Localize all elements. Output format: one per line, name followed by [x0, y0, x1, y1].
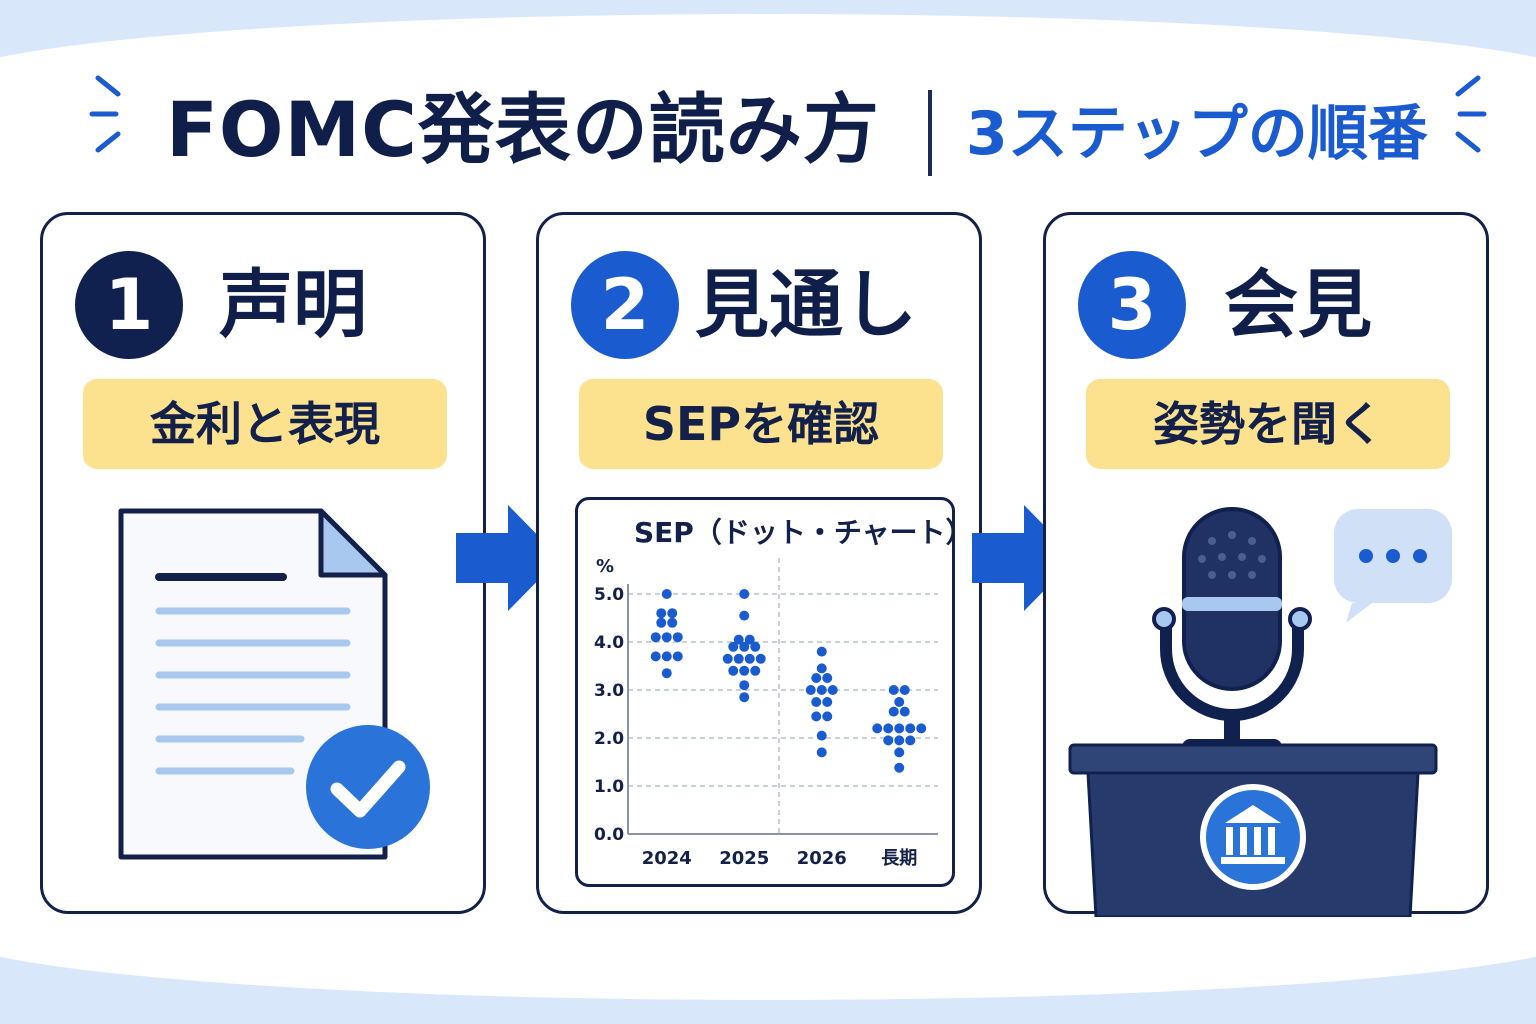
dot-point	[656, 617, 667, 628]
step-card-projections: 2 見通し SEPを確認 SEP（ドット・チャート） % 5.0 4.0 3.0 2.…	[536, 212, 982, 914]
dot-point	[744, 634, 755, 645]
dot-point	[816, 663, 827, 674]
dot-point	[750, 641, 761, 652]
dot-point	[872, 723, 883, 734]
step-number-2: 2	[571, 251, 679, 359]
dot-point	[899, 706, 910, 717]
dot-point	[816, 730, 827, 741]
dot-point	[733, 634, 744, 645]
header: FOMC発表の読み方 3ステップの順番	[0, 75, 1536, 182]
dot-chart: SEP（ドット・チャート） % 5.0 4.0 3.0 2.0 1.0 0.0 2024 2…	[594, 516, 974, 869]
step-label-press-conference: 姿勢を聞く	[1086, 379, 1450, 469]
y-tick-label: 4.0	[594, 633, 624, 653]
dot-point	[739, 680, 750, 691]
dot-point	[739, 665, 750, 676]
dot-point	[894, 762, 905, 773]
dot-point	[816, 685, 827, 695]
dot-point	[905, 723, 916, 734]
dot-point	[722, 653, 733, 664]
dot-point	[739, 641, 750, 652]
step-number-1: 1	[75, 251, 183, 359]
chart-y-label: %	[596, 556, 614, 577]
step-card-statement: 1 声明 金利と表現	[40, 212, 486, 914]
page-subtitle: 3ステップの順番	[966, 99, 1428, 169]
sparkle-right-icon	[1455, 75, 1487, 153]
arrow-right-icon	[456, 505, 560, 611]
dot-point	[822, 673, 833, 683]
dot-point	[883, 735, 894, 746]
step-title-projections: 見通し	[695, 262, 917, 348]
dot-point	[650, 632, 661, 643]
microphone-podium-icon	[1068, 507, 1452, 917]
dot-point	[894, 747, 905, 758]
dot-point	[667, 608, 678, 619]
x-tick-label: 2026	[797, 848, 847, 869]
dot-point	[728, 665, 739, 676]
dot-point	[656, 608, 667, 619]
y-tick-label: 2.0	[594, 729, 624, 749]
x-tick-label: 長期	[881, 848, 917, 869]
sparkle-left-icon	[89, 75, 121, 153]
dot-point	[672, 632, 683, 643]
page-title: FOMC発表の読み方	[166, 85, 880, 174]
dot-point	[899, 685, 910, 695]
step-label-projections: SEPを確認	[579, 379, 943, 469]
dot-point	[883, 723, 894, 734]
dot-point	[805, 685, 816, 695]
dot-point	[811, 673, 822, 683]
dot-point	[894, 697, 905, 707]
dot-point	[744, 653, 755, 664]
dot-point	[905, 735, 916, 746]
dot-point	[739, 589, 750, 599]
dot-chart-icon: SEP（ドット・チャート） % 5.0 4.0 3.0 2.0 1.0 0.0 2024 2…	[575, 497, 974, 887]
dot-point	[667, 617, 678, 628]
dot-point	[916, 723, 927, 734]
y-tick-label: 1.0	[594, 777, 624, 797]
dot-point	[672, 651, 683, 662]
step-number-3: 3	[1078, 251, 1186, 359]
step-title-statement: 声明	[219, 262, 367, 348]
dot-point	[739, 692, 750, 703]
dot-point	[827, 685, 838, 695]
title-divider	[928, 90, 932, 176]
dot-point	[650, 651, 661, 662]
step-label-statement: 金利と表現	[83, 379, 447, 469]
dot-point	[822, 697, 833, 707]
y-tick-label: 3.0	[594, 681, 624, 701]
dot-point	[894, 723, 905, 734]
speech-bubble-icon	[1334, 509, 1452, 623]
dot-point	[894, 735, 905, 746]
step-card-press-conference: 3 会見 姿勢を聞く	[1043, 212, 1489, 917]
dot-point	[661, 651, 672, 662]
dot-point	[728, 641, 739, 652]
x-tick-label: 2024	[642, 848, 692, 869]
dot-point	[816, 646, 827, 657]
y-tick-label: 0.0	[594, 825, 624, 845]
x-tick-label: 2025	[719, 848, 769, 869]
dot-point	[750, 665, 761, 676]
dot-point	[661, 668, 672, 679]
step-title-press-conference: 会見	[1224, 262, 1372, 348]
dot-point	[811, 697, 822, 707]
y-tick-label: 5.0	[594, 585, 624, 605]
dot-point	[661, 632, 672, 643]
dot-point	[755, 653, 766, 664]
dot-point	[733, 653, 744, 664]
dot-point	[739, 610, 750, 621]
chart-title: SEP（ドット・チャート）	[634, 516, 952, 549]
dot-point	[888, 685, 899, 695]
dot-point	[888, 706, 899, 717]
dot-point	[811, 711, 822, 722]
dot-point	[816, 747, 827, 758]
document-check-icon	[118, 508, 430, 860]
dot-point	[661, 589, 672, 599]
dot-point	[822, 711, 833, 722]
